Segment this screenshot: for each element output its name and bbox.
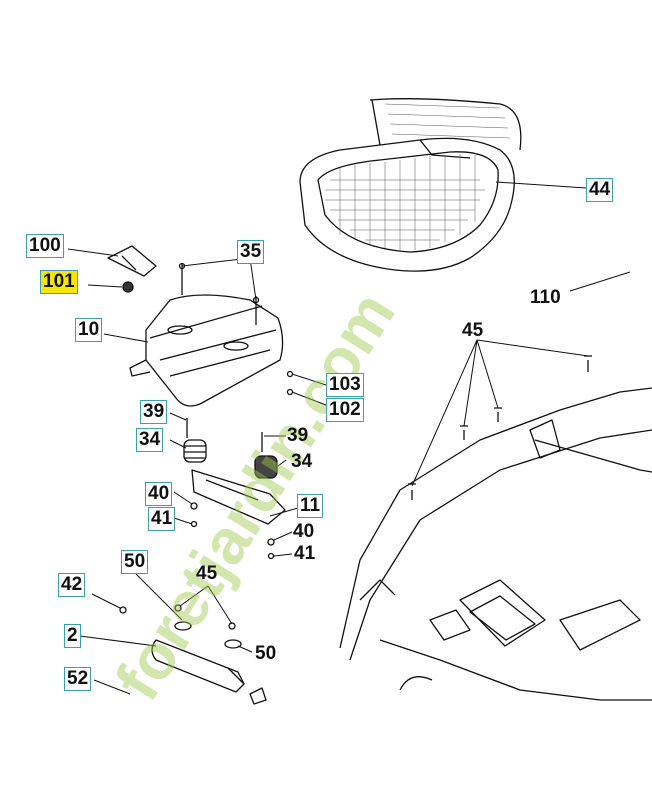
callout-11: 11	[297, 494, 324, 518]
dowel-part-45-top	[408, 355, 592, 500]
callout-34-left: 34	[136, 428, 164, 452]
body-shell	[339, 387, 652, 701]
callout-10: 10	[75, 318, 103, 342]
callout-35: 35	[237, 240, 265, 264]
callout-45-top: 45	[462, 320, 484, 341]
seat-plate-part-10	[129, 294, 284, 407]
callout-39-left: 39	[140, 400, 168, 424]
callout-44: 44	[586, 178, 614, 202]
plate-part-11	[191, 469, 286, 525]
washer-part-40-left	[190, 502, 198, 510]
callout-39-right: 39	[287, 425, 309, 446]
callout-50-top: 50	[121, 550, 149, 574]
screw-part-41-right	[267, 552, 275, 560]
callout-40-right: 40	[293, 521, 315, 542]
washer-part-40-right	[267, 538, 275, 546]
bolt-part-35	[178, 262, 260, 325]
seat-part-44	[299, 98, 522, 272]
spring-part-34-left	[183, 418, 207, 463]
callout-52: 52	[64, 667, 92, 691]
callout-34-right: 34	[291, 451, 313, 472]
callout-110: 110	[530, 287, 561, 308]
part-52	[249, 687, 267, 705]
callout-40-left: 40	[145, 482, 173, 506]
pin-part-45-bottom-b	[228, 622, 236, 630]
screw-part-41-left	[190, 520, 198, 528]
shaft-part-2	[151, 639, 245, 693]
callout-45-bottom: 45	[196, 563, 218, 584]
bolt-part-102	[286, 388, 294, 396]
nut-part-101	[122, 281, 134, 293]
callout-101: 101	[40, 270, 78, 294]
callout-41-right: 41	[294, 543, 316, 564]
screw-part-42	[119, 606, 127, 614]
callout-102: 102	[326, 398, 364, 422]
callout-41-left: 41	[148, 507, 176, 531]
callout-50-bottom: 50	[255, 643, 277, 664]
callout-103: 103	[326, 373, 364, 397]
spring-part-34-right	[254, 432, 278, 479]
callout-42: 42	[58, 573, 86, 597]
pin-part-45-bottom-a	[174, 604, 182, 612]
callout-100: 100	[26, 234, 64, 258]
bracket-part-100	[107, 245, 157, 277]
bearing-part-50-bottom	[224, 639, 242, 649]
callout-2: 2	[64, 624, 81, 648]
bearing-part-50-top	[174, 621, 192, 631]
bolt-part-103	[286, 370, 294, 378]
leader-lines	[67, 181, 631, 695]
